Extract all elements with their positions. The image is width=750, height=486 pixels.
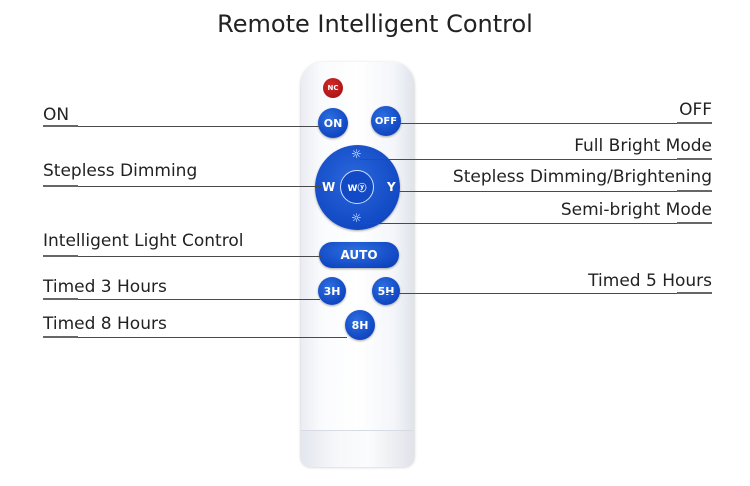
label-underline-stepless-dimming bbox=[43, 185, 78, 187]
wy-center-button[interactable]: Wⓨ bbox=[340, 170, 374, 204]
on-button[interactable]: ON bbox=[318, 108, 348, 138]
leader-line-timed-3 bbox=[43, 299, 320, 300]
auto-button[interactable]: AUTO bbox=[319, 242, 399, 268]
leader-line-intelligent-light bbox=[43, 256, 321, 257]
label-full-bright: Full Bright Mode bbox=[574, 136, 712, 156]
remote-bottom-panel bbox=[301, 430, 414, 467]
leader-line-timed-8 bbox=[43, 337, 347, 338]
off-button[interactable]: OFF bbox=[371, 106, 401, 136]
wy-center-label: Wⓨ bbox=[347, 183, 367, 194]
label-underline-semi-bright bbox=[677, 222, 712, 224]
label-underline-timed-8 bbox=[43, 336, 78, 338]
leader-line-timed-5 bbox=[386, 293, 712, 294]
label-timed-8: Timed 8 Hours bbox=[43, 314, 167, 334]
label-underline-on bbox=[43, 125, 78, 127]
leader-line-stepless-dimming-brightening bbox=[394, 191, 712, 192]
y-brighten-button[interactable]: Y bbox=[387, 180, 396, 194]
label-timed-5: Timed 5 Hours bbox=[588, 271, 712, 291]
leader-line-stepless-dimming bbox=[43, 186, 322, 187]
leader-line-semi-bright bbox=[360, 223, 712, 224]
timer-3h-button[interactable]: 3H bbox=[318, 277, 346, 305]
nc-button[interactable]: NC bbox=[323, 78, 343, 98]
full-bright-sun-icon[interactable]: ☼ bbox=[351, 147, 362, 161]
label-semi-bright: Semi-bright Mode bbox=[560, 200, 712, 220]
label-on: ON bbox=[43, 105, 70, 125]
label-timed-3: Timed 3 Hours bbox=[43, 277, 167, 297]
label-underline-timed-5 bbox=[677, 292, 712, 294]
label-stepless-dimming-brightening: Stepless Dimming/Brightening bbox=[452, 167, 712, 187]
page-title: Remote Intelligent Control bbox=[217, 10, 533, 38]
semi-bright-sun-icon[interactable]: ☼ bbox=[351, 211, 362, 225]
label-off: OFF bbox=[679, 100, 712, 120]
leader-line-full-bright bbox=[360, 159, 712, 160]
label-intelligent-light: Intelligent Light Control bbox=[43, 231, 244, 251]
leader-line-off bbox=[395, 123, 712, 124]
label-underline-off bbox=[677, 122, 712, 124]
label-underline-intelligent-light bbox=[43, 255, 78, 257]
label-underline-timed-3 bbox=[43, 298, 78, 300]
timer-5h-button[interactable]: 5H bbox=[372, 277, 400, 305]
label-underline-full-bright bbox=[677, 158, 712, 160]
timer-8h-button[interactable]: 8H bbox=[345, 310, 375, 340]
label-stepless-dimming: Stepless Dimming bbox=[43, 161, 198, 181]
leader-line-on bbox=[43, 126, 319, 127]
w-dim-button[interactable]: W bbox=[322, 180, 336, 194]
label-underline-stepless-dimming-brightening bbox=[677, 190, 712, 192]
